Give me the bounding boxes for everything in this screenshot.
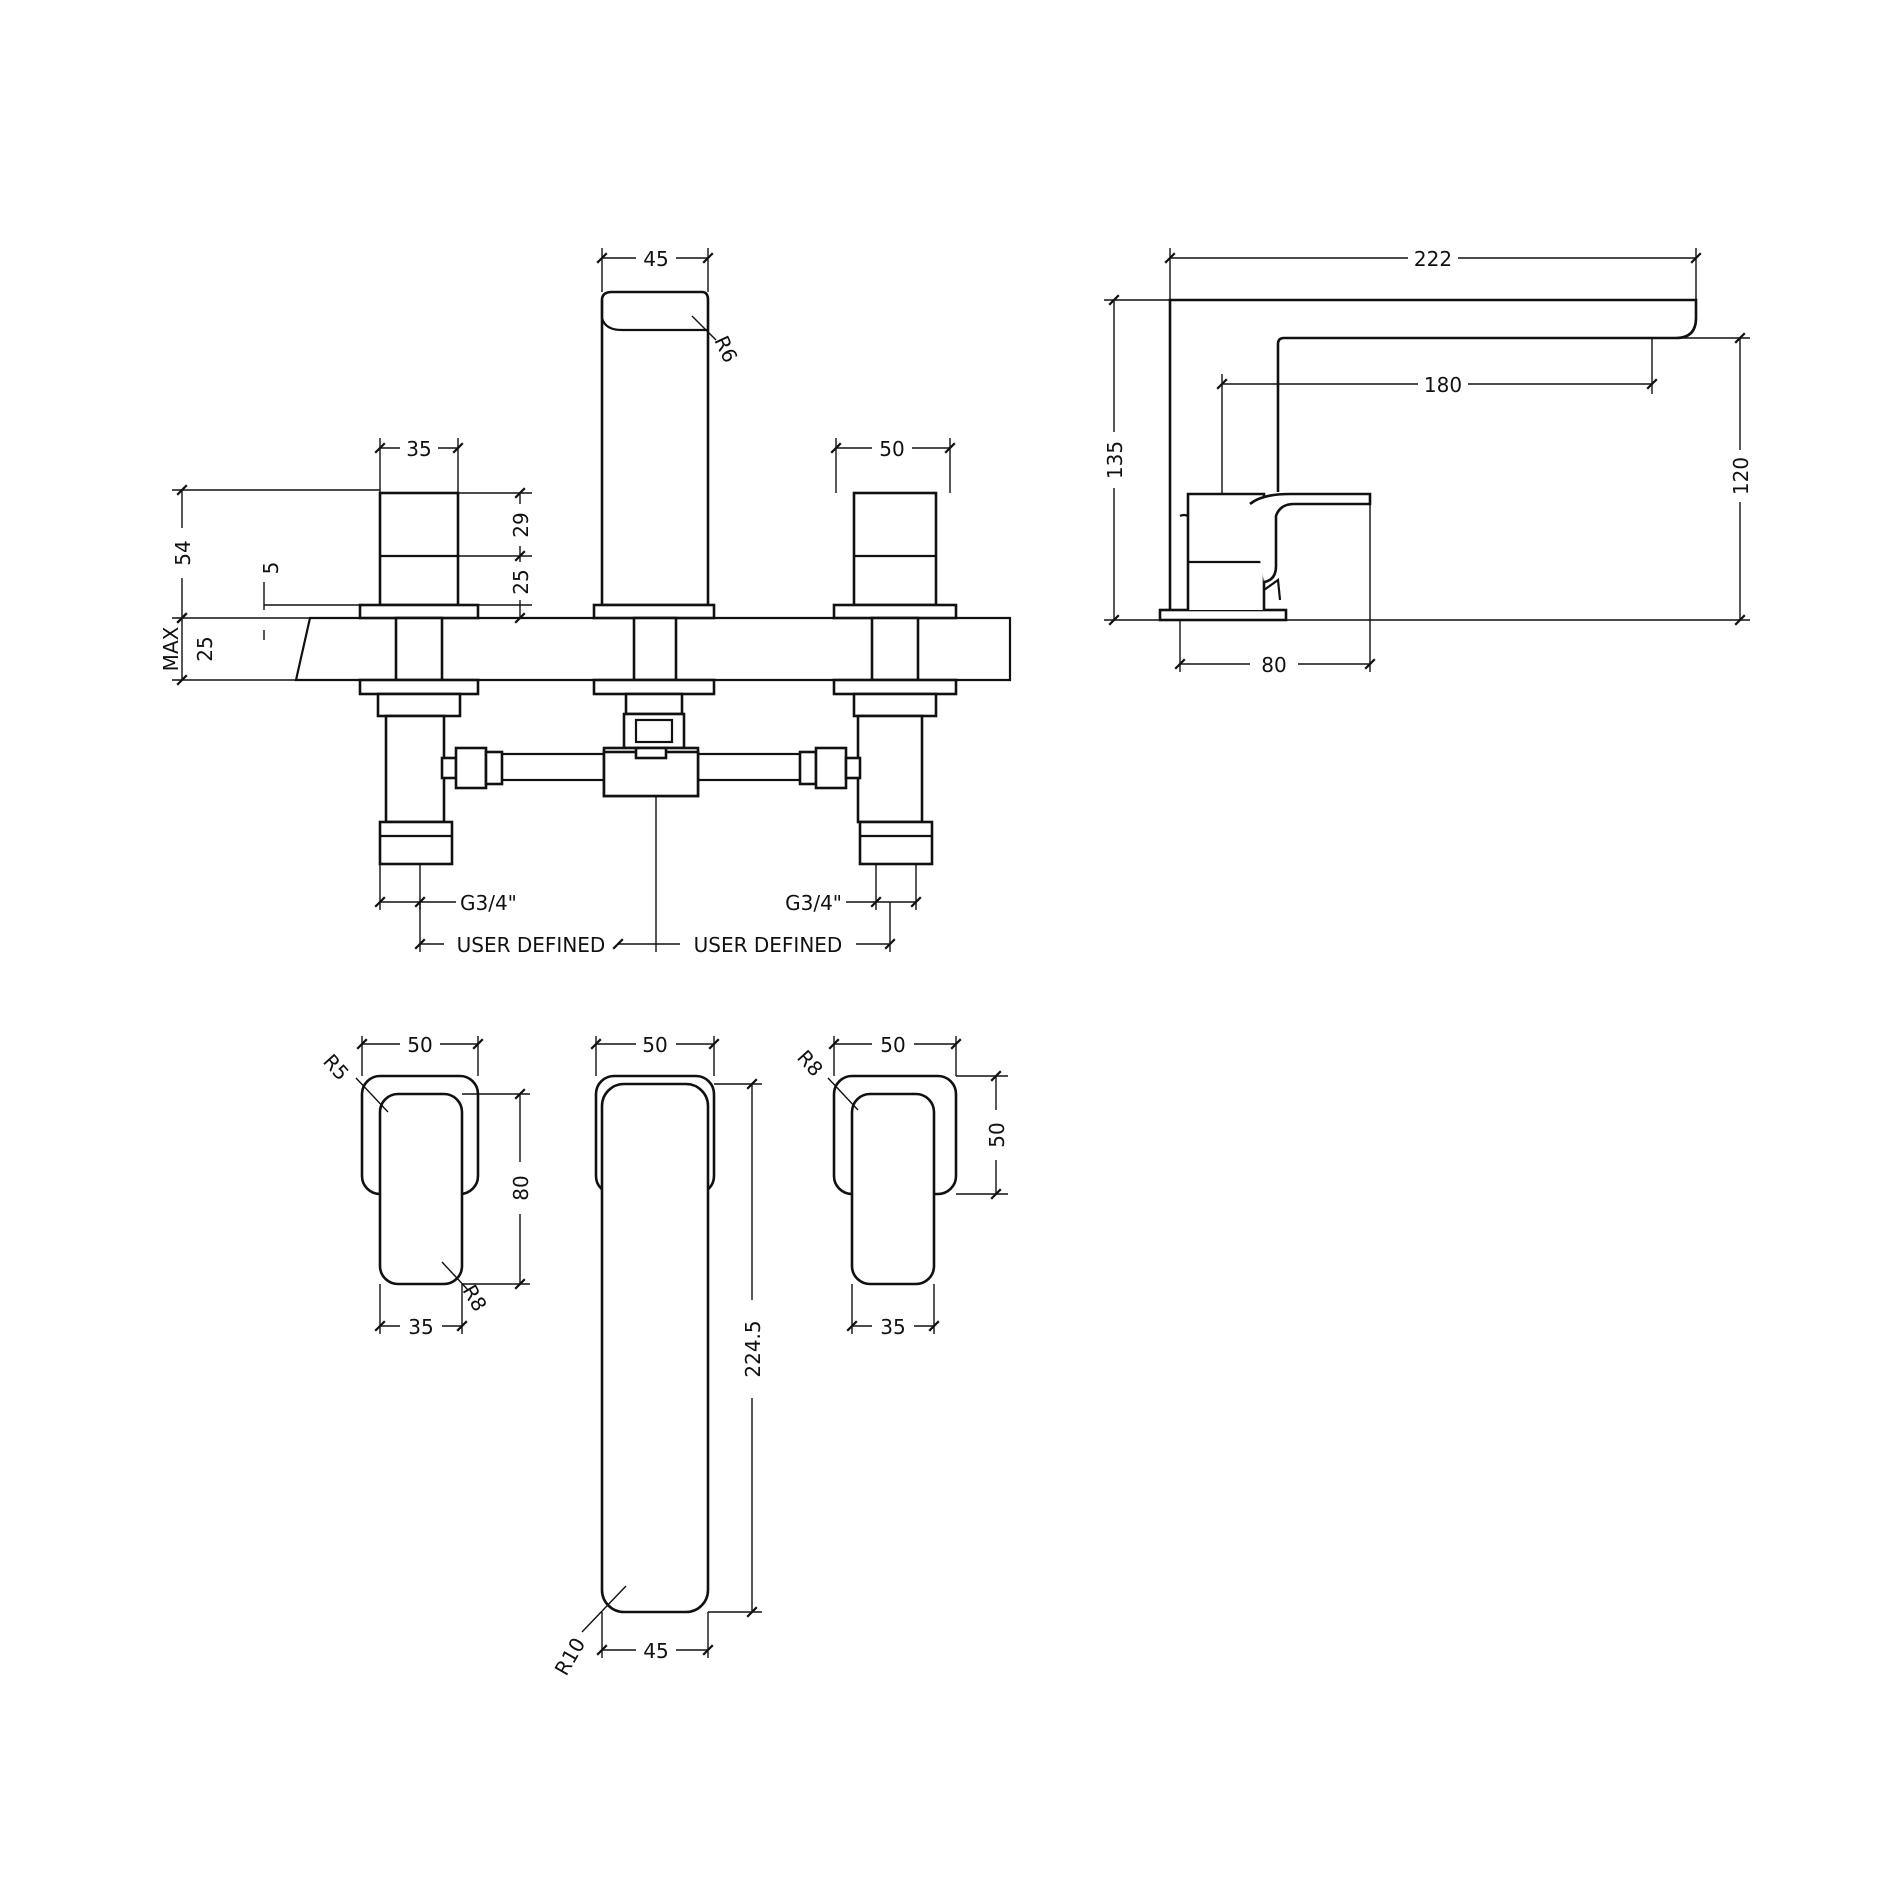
dim-label: USER DEFINED bbox=[694, 933, 843, 957]
dim-label: 50 bbox=[642, 1033, 667, 1057]
dim-base-length: 80 bbox=[1174, 504, 1376, 677]
dim-total-height: 54 bbox=[171, 484, 380, 624]
dim-right-handle-width: 50 bbox=[830, 437, 956, 493]
dim-overall-height: 135 bbox=[1103, 294, 1170, 626]
dim-left-handle-width: 35 bbox=[374, 437, 464, 493]
left-handle-front bbox=[358, 491, 480, 866]
dim-label: R10 bbox=[550, 1633, 590, 1679]
side-view: 222 180 135 120 bbox=[1103, 247, 1753, 677]
dim-label: 54 bbox=[171, 540, 195, 565]
dim-label: 35 bbox=[408, 1315, 433, 1339]
dim-inlet-right: G3/4" bbox=[785, 864, 922, 915]
dim-label: 25 bbox=[509, 569, 533, 594]
hose-assembly bbox=[440, 746, 862, 798]
dim-flange-offset: 5 bbox=[259, 562, 360, 640]
dim-label: 180 bbox=[1424, 373, 1462, 397]
dim-label: 45 bbox=[643, 1639, 668, 1663]
dim-label: 29 bbox=[509, 512, 533, 537]
dim-handle-heights: 29 25 bbox=[458, 487, 533, 624]
spout-plan: 50 224.5 R10 45 bbox=[550, 1033, 765, 1680]
dim-label: 50 bbox=[880, 1033, 905, 1057]
spout-front bbox=[592, 290, 716, 798]
right-handle-front bbox=[832, 491, 958, 866]
dim-spacing: USER DEFINED USER DEFINED bbox=[414, 796, 896, 957]
body-side bbox=[1158, 492, 1372, 622]
dim-label: 224.5 bbox=[741, 1320, 765, 1377]
dim-label: 50 bbox=[407, 1033, 432, 1057]
dim-spout-width: 45 bbox=[596, 247, 714, 292]
dim-label: MAX bbox=[159, 626, 183, 671]
dim-label: 135 bbox=[1103, 441, 1127, 479]
dim-deck-thickness: MAX 25 bbox=[159, 612, 310, 686]
plan-view: 50 R5 80 R8 35 bbox=[318, 1033, 1009, 1680]
left-handle-plan: 50 R5 80 R8 35 bbox=[318, 1033, 533, 1339]
dim-label: 50 bbox=[879, 437, 904, 461]
dim-label: 45 bbox=[643, 247, 668, 271]
dim-label: 80 bbox=[509, 1175, 533, 1200]
dim-label: R8 bbox=[792, 1045, 828, 1081]
right-handle-plan: 50 R8 50 35 bbox=[792, 1033, 1009, 1339]
dim-label: 80 bbox=[1261, 653, 1286, 677]
dim-label: 50 bbox=[985, 1122, 1009, 1147]
dim-label: R8 bbox=[458, 1281, 492, 1316]
dim-spout-projection: 180 bbox=[1216, 338, 1658, 494]
dim-label: 120 bbox=[1729, 457, 1753, 495]
dim-label: G3/4" bbox=[460, 891, 517, 915]
dim-inlet-left: G3/4" bbox=[374, 864, 517, 915]
dim-label: USER DEFINED bbox=[457, 933, 606, 957]
dim-label: 25 bbox=[193, 636, 217, 661]
dim-label: 35 bbox=[406, 437, 431, 461]
dim-outlet-height: 120 bbox=[1676, 332, 1753, 626]
dim-overall-length: 222 bbox=[1164, 247, 1702, 300]
dim-label: R6 bbox=[709, 332, 742, 366]
front-view: 45 R6 35 50 54 bbox=[159, 247, 1012, 957]
dim-label: R5 bbox=[318, 1049, 354, 1085]
dim-label: 35 bbox=[880, 1315, 905, 1339]
dim-label: 5 bbox=[259, 562, 283, 575]
dim-label: G3/4" bbox=[785, 891, 842, 915]
dim-label: 222 bbox=[1414, 247, 1452, 271]
